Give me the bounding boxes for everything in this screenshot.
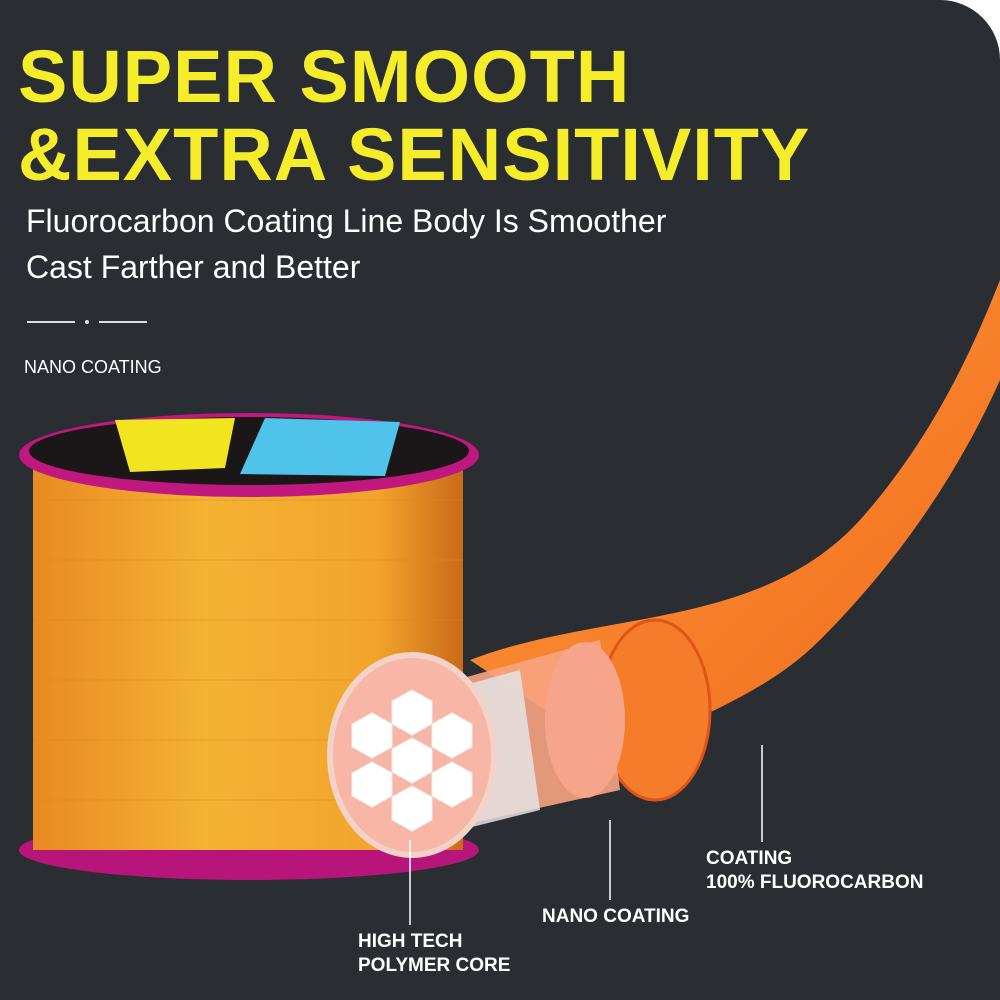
headline-line2: &EXTRA SENSITIVITY	[18, 113, 811, 196]
fishing-line	[327, 280, 1000, 858]
callout-coating-line1: COATING	[706, 848, 793, 869]
callout-core-line2: POLYMER CORE	[358, 955, 511, 976]
subtitle-line1: Fluorocarbon Coating Line Body Is Smooth…	[26, 203, 667, 239]
callout-core: HIGH TECH POLYMER CORE	[358, 930, 510, 978]
headline-line1: SUPER SMOOTH	[18, 35, 631, 118]
callout-coating: COATING 100% FLUOROCARBON	[706, 847, 923, 895]
callout-core-line1: HIGH TECH	[358, 931, 463, 952]
subtitle-line2: Cast Farther and Better	[26, 249, 361, 285]
section-label: NANO COATING	[24, 357, 162, 377]
callout-nano: NANO COATING	[542, 906, 690, 927]
callout-coating-line2: 100% FLUOROCARBON	[706, 872, 924, 893]
callout-leaders	[409, 745, 763, 925]
divider	[27, 320, 147, 324]
